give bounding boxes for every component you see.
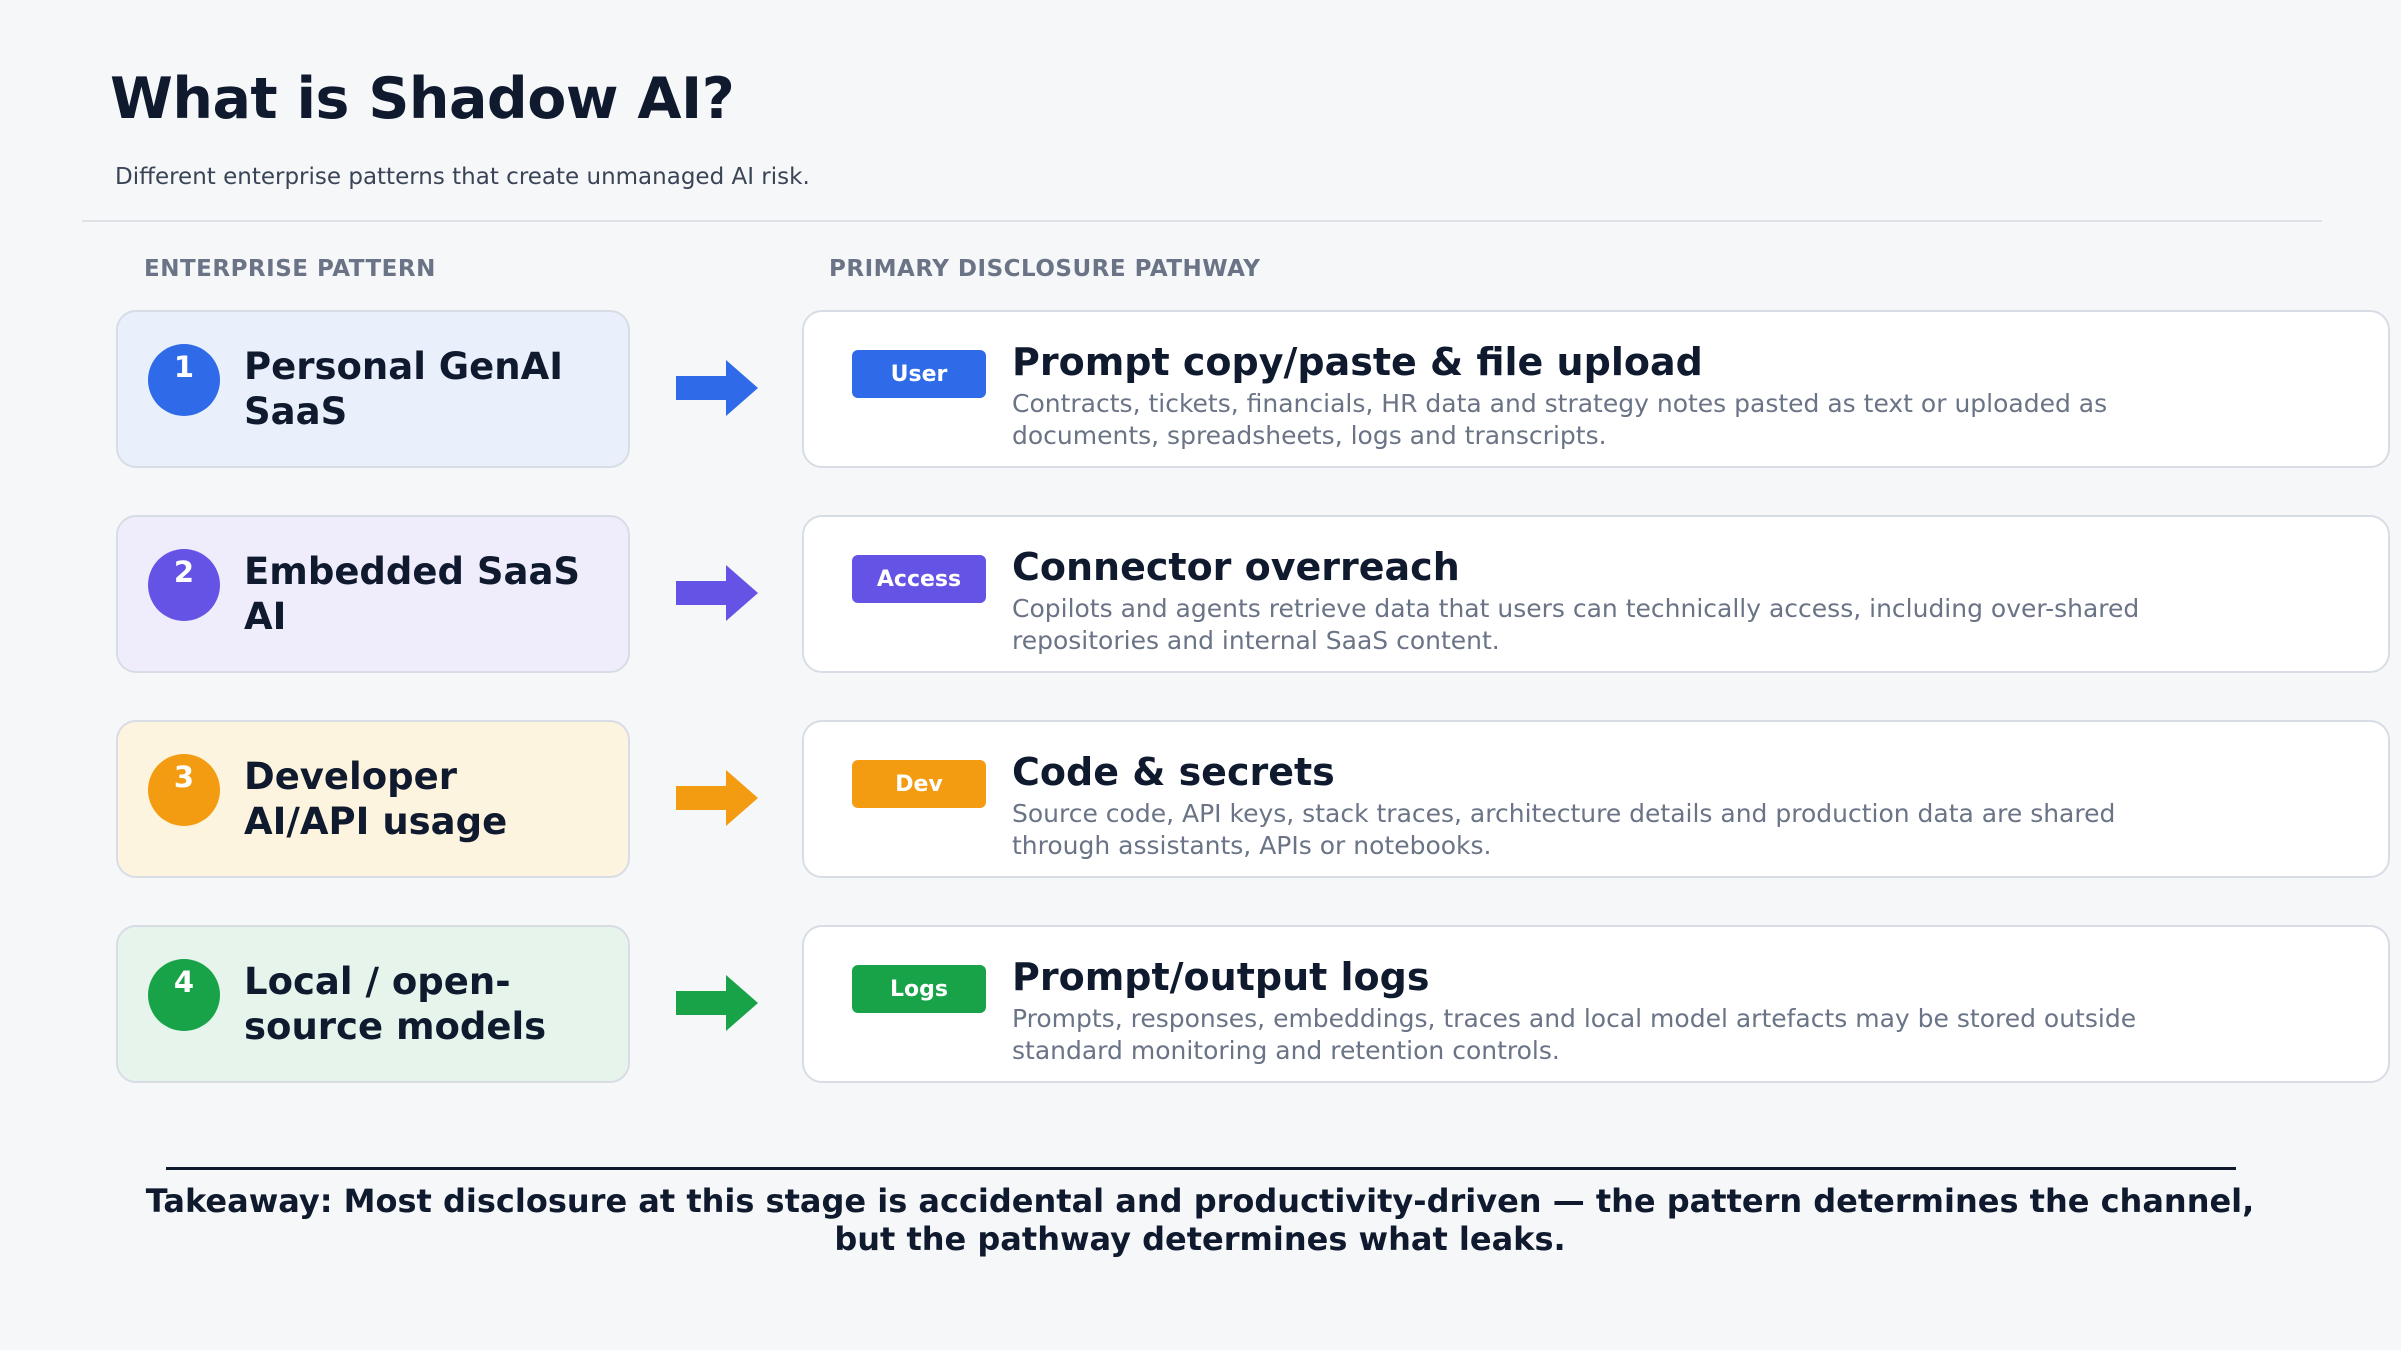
pathway-badge: Dev [852, 760, 986, 808]
pathway-card: User Prompt copy/paste & file upload Con… [802, 310, 2390, 468]
takeaway-divider [166, 1167, 2236, 1170]
pattern-label: Developer AI/API usage [244, 755, 508, 843]
pattern-row: 1 Personal GenAI SaaS User Prompt copy/p… [0, 310, 2401, 472]
pathway-title: Prompt/output logs [1012, 955, 1430, 999]
takeaway-text: Takeaway: Most disclosure at this stage … [145, 1182, 2255, 1258]
pathway-description: Contracts, tickets, financials, HR data … [1012, 389, 2108, 450]
pattern-label: Local / open-source models [244, 960, 547, 1048]
right-arrow-icon [676, 770, 758, 826]
right-arrow-icon [676, 565, 758, 621]
pathway-title: Connector overreach [1012, 545, 1460, 589]
step-number-badge: 3 [148, 754, 220, 826]
pathway-card: Logs Prompt/output logs Prompts, respons… [802, 925, 2390, 1083]
column-header-pattern: ENTERPRISE PATTERN [144, 256, 436, 282]
pathway-badge: Access [852, 555, 986, 603]
step-number-badge: 4 [148, 959, 220, 1031]
step-number-badge: 2 [148, 549, 220, 621]
right-arrow-icon [676, 975, 758, 1031]
column-header-pathway: PRIMARY DISCLOSURE PATHWAY [829, 256, 1261, 282]
pattern-label: Personal GenAI SaaS [244, 345, 563, 433]
pathway-card: Access Connector overreach Copilots and … [802, 515, 2390, 673]
pattern-label: Embedded SaaS AI [244, 550, 581, 638]
pattern-row: 3 Developer AI/API usage Dev Code & secr… [0, 720, 2401, 882]
pattern-card: 2 Embedded SaaS AI [116, 515, 630, 673]
page-subtitle: Different enterprise patterns that creat… [115, 164, 810, 190]
pathway-title: Prompt copy/paste & file upload [1012, 340, 1703, 384]
right-arrow-icon [676, 360, 758, 416]
page-title: What is Shadow AI? [110, 66, 735, 132]
pattern-card: 3 Developer AI/API usage [116, 720, 630, 878]
pathway-description: Prompts, responses, embeddings, traces a… [1012, 1004, 2137, 1065]
pattern-row: 2 Embedded SaaS AI Access Connector over… [0, 515, 2401, 677]
pathway-badge: User [852, 350, 986, 398]
header-divider [82, 220, 2322, 222]
pathway-description: Source code, API keys, stack traces, arc… [1012, 799, 2116, 860]
pathway-badge: Logs [852, 965, 986, 1013]
pathway-description: Copilots and agents retrieve data that u… [1012, 594, 2140, 655]
pathway-title: Code & secrets [1012, 750, 1335, 794]
pattern-row: 4 Local / open-source models Logs Prompt… [0, 925, 2401, 1087]
pathway-card: Dev Code & secrets Source code, API keys… [802, 720, 2390, 878]
pattern-card: 4 Local / open-source models [116, 925, 630, 1083]
pattern-card: 1 Personal GenAI SaaS [116, 310, 630, 468]
step-number-badge: 1 [148, 344, 220, 416]
